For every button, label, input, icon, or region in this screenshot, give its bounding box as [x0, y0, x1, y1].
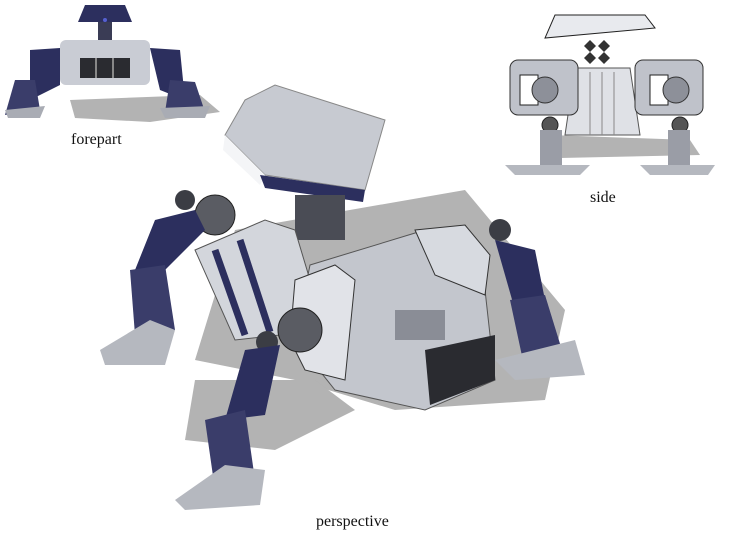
forepart-mech-illustration: [5, 5, 220, 122]
side-mech-illustration: [505, 14, 715, 175]
forepart-view: [0, 0, 230, 130]
forepart-label: forepart: [71, 131, 122, 148]
side-caption: side: [590, 189, 616, 206]
perspective-mech-illustration: [100, 84, 585, 510]
side-view: [490, 0, 720, 185]
perspective-caption: perspective: [316, 513, 389, 530]
perspective-view: [95, 80, 595, 510]
